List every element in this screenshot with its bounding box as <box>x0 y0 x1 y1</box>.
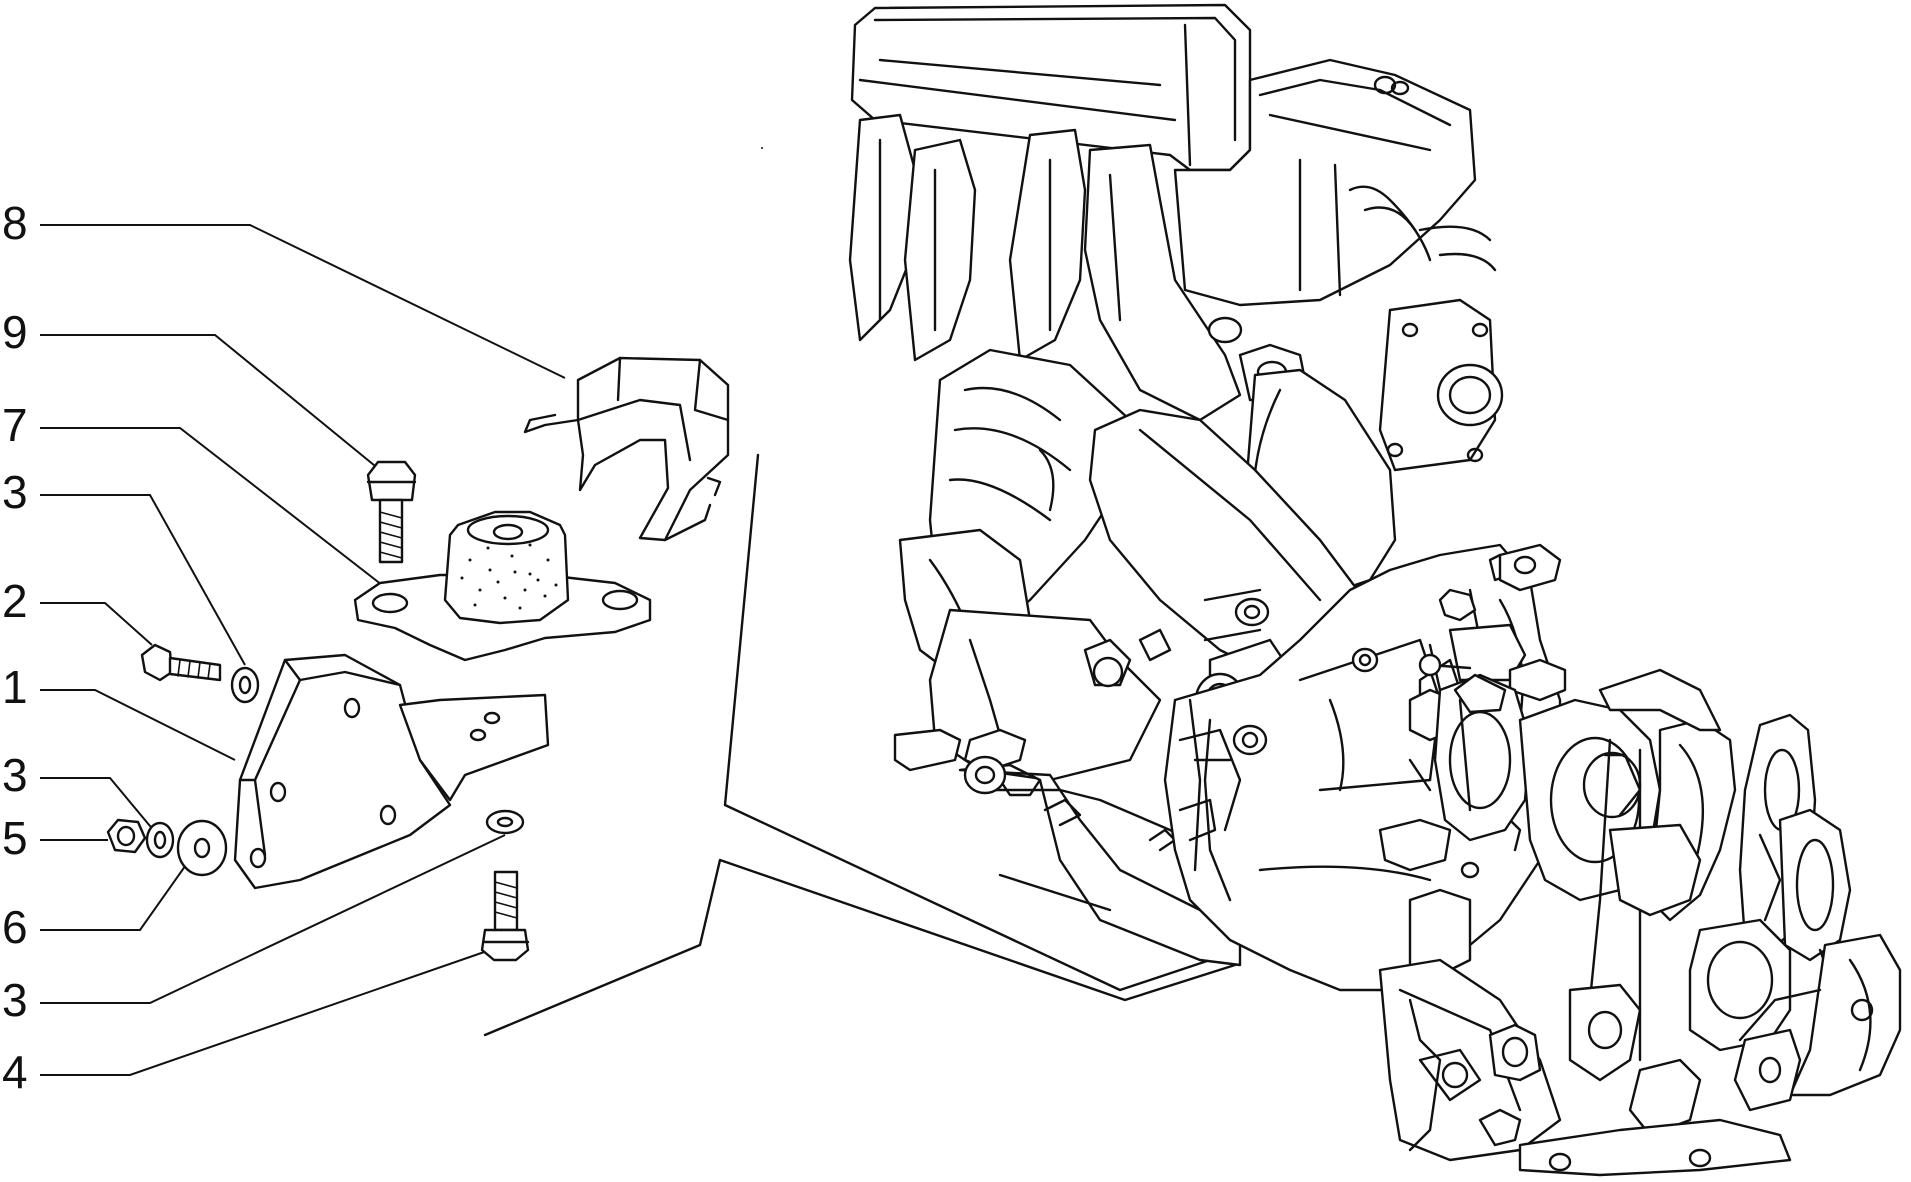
callout-3-upper: 3 <box>2 466 28 518</box>
callout-3-middle: 3 <box>2 749 28 801</box>
speck <box>761 147 763 149</box>
part-6-flat-washer <box>176 819 228 877</box>
leader-4 <box>40 949 491 1076</box>
part-1-bracket <box>233 653 550 890</box>
leader-8 <box>40 224 566 379</box>
callout-9: 9 <box>2 306 28 358</box>
callout-7: 7 <box>2 399 28 451</box>
leader-3b <box>40 777 161 839</box>
part-3-washer-upper <box>230 666 260 704</box>
part-8-heat-shield <box>523 356 730 542</box>
leader-2 <box>40 602 153 646</box>
boundary-upper <box>723 453 1242 992</box>
boundary-lower <box>483 858 1237 1037</box>
leader-lines <box>40 224 566 1076</box>
callout-8: 8 <box>2 197 28 249</box>
callout-2: 2 <box>2 575 28 627</box>
part-5-nut <box>106 818 147 854</box>
leader-3c <box>40 834 506 1004</box>
part-9-bolt <box>366 460 417 564</box>
leader-1 <box>40 689 236 761</box>
callout-1: 1 <box>2 661 28 713</box>
part-2-bolt <box>140 643 222 682</box>
part-4-bolt <box>480 870 530 962</box>
leader-9 <box>40 334 381 471</box>
part-3-washer-lower <box>145 821 175 859</box>
section-boundary <box>483 453 1242 1037</box>
part-7-engine-mount <box>353 510 652 662</box>
part-3-washer-right <box>485 809 525 835</box>
callout-5: 5 <box>2 812 28 864</box>
callout-6: 6 <box>2 901 28 953</box>
leader-7 <box>40 427 383 586</box>
callout-4: 4 <box>2 1046 28 1098</box>
callout-3-lower: 3 <box>2 974 28 1026</box>
engine-assembly <box>848 3 1902 1177</box>
leader-6 <box>40 844 201 931</box>
leader-3a <box>40 494 246 666</box>
